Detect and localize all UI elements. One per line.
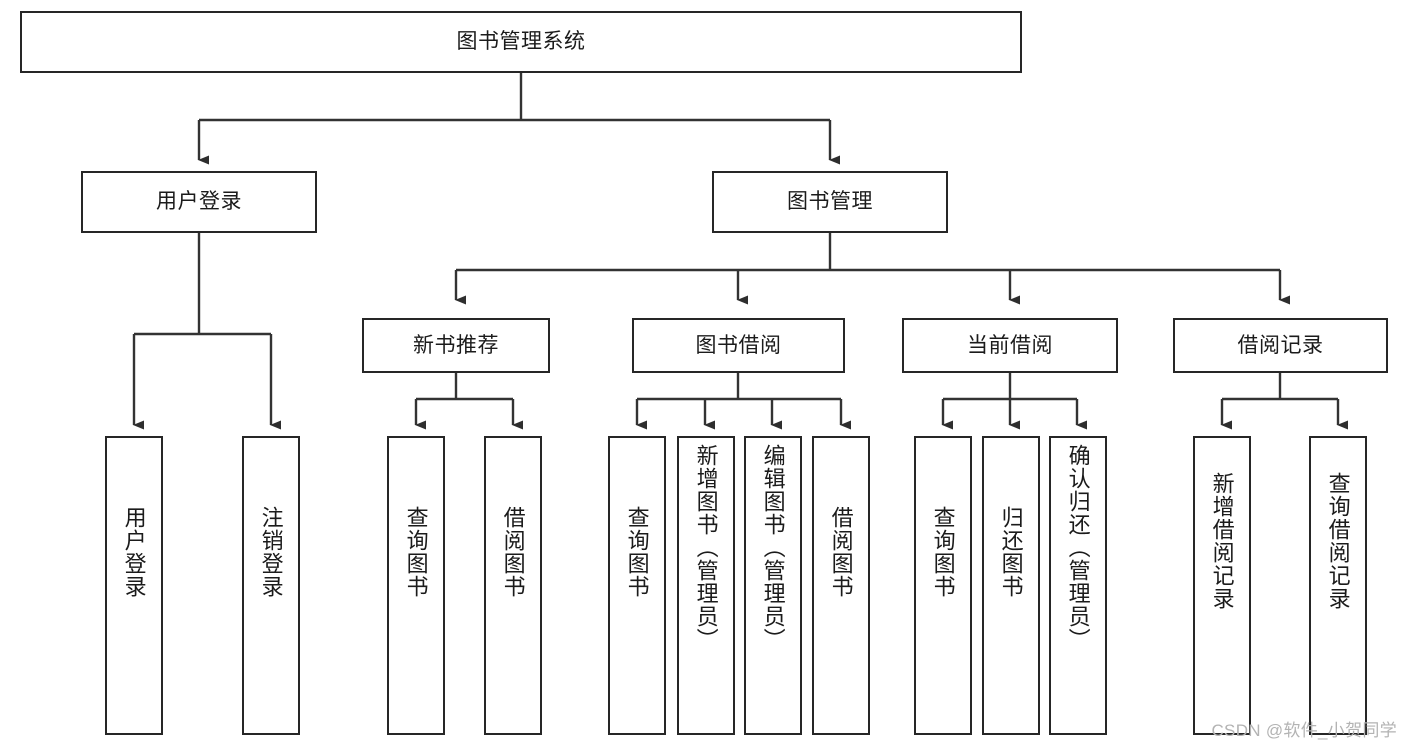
node-leaf-confirm-return[interactable]: 确认归还（管理员）	[1049, 436, 1107, 735]
watermark: CSDN @软件_小贺同学	[1211, 721, 1397, 740]
node-leaf-borrow-book-2-label: 借阅图书	[828, 506, 854, 598]
node-leaf-edit-book[interactable]: 编辑图书（管理员）	[744, 436, 802, 735]
node-leaf-add-book[interactable]: 新增图书（管理员）	[677, 436, 735, 735]
node-leaf-borrow-book-1-label: 借阅图书	[500, 506, 526, 598]
node-leaf-query-book-1[interactable]: 查询图书	[387, 436, 445, 735]
node-leaf-query-book-1-label: 查询图书	[403, 506, 429, 598]
node-root-label: 图书管理系统	[456, 30, 586, 54]
node-leaf-return-book[interactable]: 归还图书	[982, 436, 1040, 735]
node-root[interactable]: 图书管理系统	[20, 11, 1022, 73]
node-leaf-add-record-label: 新增借阅记录	[1209, 472, 1235, 610]
node-leaf-user-login[interactable]: 用户登录	[105, 436, 163, 735]
node-current-borrow-label: 当前借阅	[967, 333, 1053, 357]
node-leaf-borrow-book-2[interactable]: 借阅图书	[812, 436, 870, 735]
node-book-borrow[interactable]: 图书借阅	[632, 318, 845, 373]
node-leaf-edit-book-label: 编辑图书（管理员）	[760, 444, 786, 651]
node-book-manage[interactable]: 图书管理	[712, 171, 948, 233]
node-leaf-query-book-2-label: 查询图书	[624, 506, 650, 598]
node-leaf-user-login-label: 用户登录	[121, 506, 147, 598]
node-leaf-return-book-label: 归还图书	[998, 506, 1024, 598]
node-leaf-query-record[interactable]: 查询借阅记录	[1309, 436, 1367, 735]
node-book-manage-label: 图书管理	[787, 190, 873, 214]
node-leaf-query-book-2[interactable]: 查询图书	[608, 436, 666, 735]
node-leaf-borrow-book-1[interactable]: 借阅图书	[484, 436, 542, 735]
node-borrow-record[interactable]: 借阅记录	[1173, 318, 1388, 373]
node-borrow-record-label: 借阅记录	[1237, 333, 1324, 357]
node-leaf-query-record-label: 查询借阅记录	[1325, 472, 1351, 610]
node-new-book-rec-label: 新书推荐	[413, 333, 499, 357]
node-book-borrow-label: 图书借阅	[695, 333, 782, 357]
node-leaf-logout-label: 注销登录	[258, 506, 284, 598]
node-user-login[interactable]: 用户登录	[81, 171, 317, 233]
node-leaf-add-book-label: 新增图书（管理员）	[693, 444, 719, 651]
node-leaf-logout[interactable]: 注销登录	[242, 436, 300, 735]
node-leaf-query-book-3[interactable]: 查询图书	[914, 436, 972, 735]
node-leaf-query-book-3-label: 查询图书	[930, 506, 956, 598]
node-user-login-label: 用户登录	[156, 190, 242, 214]
node-leaf-confirm-return-label: 确认归还（管理员）	[1065, 444, 1091, 651]
node-leaf-add-record[interactable]: 新增借阅记录	[1193, 436, 1251, 735]
node-new-book-rec[interactable]: 新书推荐	[362, 318, 550, 373]
node-current-borrow[interactable]: 当前借阅	[902, 318, 1118, 373]
